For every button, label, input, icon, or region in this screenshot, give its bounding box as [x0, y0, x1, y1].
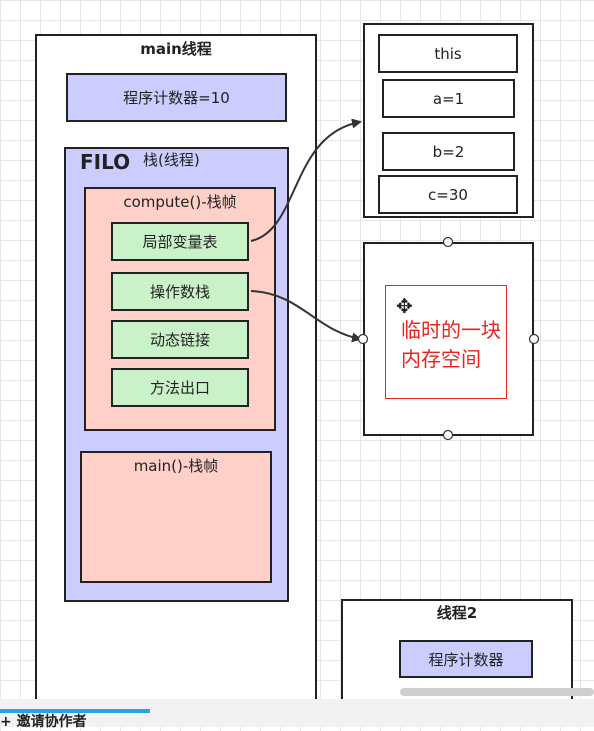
invite-collaborator-button[interactable]: + 邀请协作者 [0, 714, 87, 730]
main-frame-box[interactable] [80, 451, 272, 583]
handle-top [442, 236, 454, 248]
local-a[interactable]: a=1 [382, 79, 515, 118]
local-this-label: this [434, 44, 462, 63]
local-b-label: b=2 [432, 142, 465, 161]
handle-right [528, 333, 540, 345]
horizontal-scrollbar[interactable] [400, 688, 594, 696]
local-variable-table-label: 局部变量表 [142, 233, 218, 251]
operand-stack-label: 操作数栈 [149, 283, 210, 301]
arrow-operand-stack-to-temp [250, 290, 362, 343]
arrow-local-vars-to-locals [250, 118, 362, 242]
compute-frame-title: compute()-栈帧 [123, 192, 237, 211]
program-counter-label: 程序计数器=10 [123, 89, 230, 107]
method-exit-label: 方法出口 [149, 379, 210, 397]
local-b[interactable]: b=2 [382, 132, 515, 171]
temp-memory-text: 临时的一块 内存空间 [401, 318, 501, 371]
thread2-program-counter[interactable]: 程序计数器 [399, 640, 533, 678]
temp-memory-text-box[interactable] [385, 285, 507, 399]
handle-bottom [442, 429, 454, 441]
local-variable-table[interactable]: 局部变量表 [111, 222, 249, 261]
program-counter-box[interactable]: 程序计数器=10 [66, 73, 287, 122]
dynamic-linking[interactable]: 动态链接 [111, 320, 249, 359]
move-cursor-icon: ✥ [396, 294, 413, 318]
progress-strip [0, 709, 150, 713]
method-exit[interactable]: 方法出口 [111, 368, 249, 407]
bottom-toolbar [0, 699, 594, 727]
thread2-title: 线程2 [436, 603, 478, 622]
dynamic-linking-label: 动态链接 [149, 331, 210, 349]
stack-label: 栈(线程) [143, 151, 200, 169]
local-c-label: c=30 [428, 185, 468, 204]
filo-label: FILO [80, 150, 131, 174]
local-this[interactable]: this [378, 34, 518, 73]
main-thread-title: main线程 [140, 39, 212, 58]
handle-left [357, 333, 369, 345]
local-c[interactable]: c=30 [378, 175, 518, 214]
operand-stack[interactable]: 操作数栈 [111, 272, 249, 311]
main-frame-title: main()-栈帧 [133, 456, 219, 475]
thread2-program-counter-label: 程序计数器 [428, 650, 504, 669]
local-a-label: a=1 [432, 89, 465, 108]
